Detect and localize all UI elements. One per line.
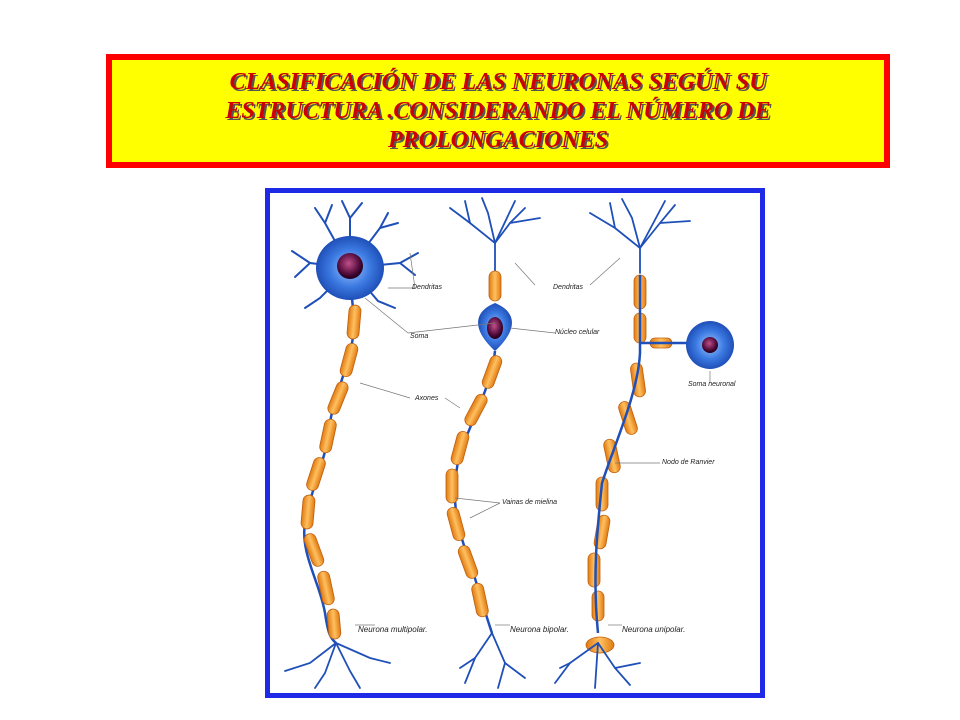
- bipolar-terminals: [459, 632, 526, 689]
- unipolar-dendrites: [589, 198, 691, 274]
- label-dendritas-right: Dendritas: [553, 284, 583, 291]
- label-vainas-mielina: Vainas de mielina: [502, 499, 557, 506]
- unipolar-myelin: [587, 274, 673, 622]
- title-box: CLASIFICACIÓN DE LAS NEURONAS SEGÚN SU E…: [106, 54, 890, 168]
- label-axones: Axones: [415, 395, 439, 402]
- label-neurona-unipolar: Neurona unipolar.: [622, 625, 686, 634]
- bipolar-nucleus: [487, 317, 503, 339]
- label-nucleo: Núcleo celular: [555, 329, 600, 336]
- neuron-figure-frame: Dendritas Dendritas Soma Núcleo celular …: [265, 188, 765, 698]
- unipolar-nucleus: [702, 337, 718, 353]
- bipolar-neuron: [445, 197, 541, 689]
- title-line-3: PROLONGACIONES: [387, 126, 608, 153]
- title-line-2: ESTRUCTURA .CONSIDERANDO EL NÚMERO DE: [225, 97, 771, 124]
- label-soma-neuronal: Soma neuronal: [688, 381, 736, 388]
- bipolar-myelin: [445, 355, 503, 618]
- multipolar-myelin: [300, 304, 362, 640]
- slide-title: CLASIFICACIÓN DE LAS NEURONAS SEGÚN SU E…: [165, 68, 830, 155]
- label-nodo-ranvier: Nodo de Ranvier: [662, 459, 715, 466]
- unipolar-neuron: [554, 198, 734, 689]
- multipolar-terminals: [284, 642, 391, 689]
- title-line-1: CLASIFICACIÓN DE LAS NEURONAS SEGÚN SU: [229, 68, 767, 95]
- multipolar-nucleus: [337, 253, 363, 279]
- label-soma: Soma: [410, 333, 429, 340]
- label-neurona-multipolar: Neurona multipolar.: [358, 625, 428, 634]
- unipolar-axon: [594, 275, 642, 634]
- leader-lines: [355, 252, 711, 626]
- label-neurona-bipolar: Neurona bipolar.: [510, 625, 569, 634]
- bipolar-dendrites: [449, 197, 541, 274]
- unipolar-terminals: [554, 642, 641, 689]
- label-dendritas-left: Dendritas: [412, 284, 442, 291]
- neuron-illustration: [284, 197, 734, 689]
- multipolar-neuron: [284, 200, 419, 689]
